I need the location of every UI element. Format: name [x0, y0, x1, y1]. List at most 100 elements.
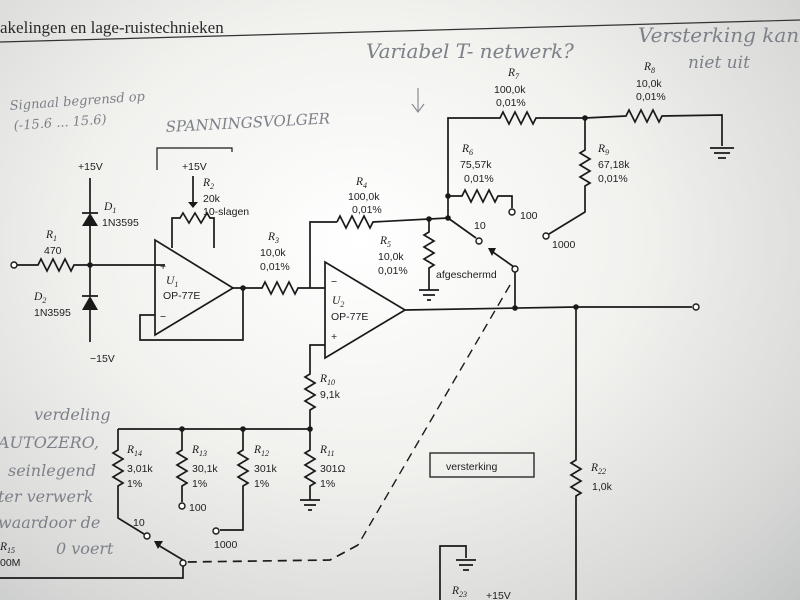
note-bracket: [156, 147, 233, 170]
d1-ref: D1: [103, 201, 116, 215]
d1-supply-label: +15V: [78, 161, 103, 173]
bottom-supply-label: +15V: [486, 590, 511, 600]
r3-value: 10,0k: [260, 247, 286, 259]
r9-tol: 0,01%: [598, 173, 628, 185]
r9-value: 67,18k: [598, 159, 630, 171]
r6-tol: 0,01%: [464, 173, 494, 185]
u2-ref: U2: [332, 295, 344, 309]
r9-ref: R9: [597, 143, 609, 157]
r8-ref: R8: [643, 61, 655, 75]
r22-ref: R22: [590, 462, 606, 476]
r13-value: 30,1k: [192, 463, 218, 475]
u2-noninv-wire: [309, 344, 325, 365]
shielded-label: afgeschermd: [436, 269, 497, 281]
margin-note-4: ter verwerk: [0, 487, 93, 506]
u1-feedback-wire: [139, 288, 244, 341]
r5-ref: R5: [379, 235, 391, 249]
sw-bot-common: [179, 559, 187, 567]
margin-note-6: 0 voert: [56, 539, 114, 558]
r13-tol: 1%: [192, 478, 207, 490]
r1-ref: R1: [45, 229, 57, 243]
r14-tol: 1%: [127, 478, 142, 490]
u2-minus: −: [331, 276, 337, 288]
u2-triangle: [324, 260, 407, 360]
r7-resistor: [447, 110, 585, 218]
r11-resistor: [303, 429, 317, 500]
output-terminal: [692, 303, 700, 311]
r23-ground: [456, 559, 476, 571]
r12-value: 301k: [254, 463, 278, 475]
r5-ground: [419, 289, 439, 301]
sw-top-wiper: [489, 249, 515, 268]
margin-note-3: seinlegend: [8, 461, 96, 480]
u2-opamp: − + U2 OP-77E: [309, 221, 700, 365]
sw-top-wiper-tip: [488, 248, 496, 256]
bottom-partial: R23 +15V: [439, 545, 511, 600]
sw-top-100-label: 100: [520, 210, 538, 222]
page-header-title: akelingen en lage-ruistechnieken: [0, 18, 224, 37]
header-rule: [0, 19, 800, 43]
d2-diode: [82, 296, 98, 310]
note-gain-can: Versterking kan: [638, 23, 799, 47]
r14-resistor: [111, 429, 145, 535]
u1-plus: +: [160, 261, 166, 273]
r12-ref: R12: [253, 444, 269, 458]
sw-top-1000-label: 1000: [552, 239, 576, 251]
r5-tol: 0,01%: [378, 265, 408, 277]
r11-ground: [300, 499, 320, 511]
bottom-gain-network: R10 9,1k R11 301Ω 1% 1000 R12 301k 1% 10…: [0, 365, 346, 579]
u2-output-wire: [404, 306, 692, 311]
note-voltage-follower: SPANNINGSVOLGER: [165, 109, 330, 136]
r2-value: 20k: [203, 193, 221, 205]
r4-tol: 0,01%: [352, 204, 382, 216]
u1-ref: U1: [166, 275, 178, 289]
margin-note-1: verdeling: [34, 405, 111, 424]
r12-resistor: [220, 429, 250, 531]
sw-bot-common-wire: [0, 566, 184, 579]
d2-lead-bottom: [82, 295, 98, 342]
r6-ref: R6: [461, 143, 473, 157]
r3-ref: R3: [267, 231, 279, 245]
sw-top-10-label: 10: [474, 220, 486, 232]
input-terminal: [10, 261, 18, 269]
r1-resistor: [17, 257, 165, 273]
d2-part: 1N3595: [34, 307, 71, 319]
r23-ground-wire: [439, 545, 467, 600]
sw-top-1000-contact: [542, 232, 550, 240]
r6-resistor: [448, 188, 513, 208]
r12-tol: 1%: [254, 478, 269, 490]
r3-resistor: [233, 280, 325, 296]
r1-value: 470: [44, 245, 62, 257]
r22-value: 1,0k: [592, 481, 613, 493]
note-variable-t-network: Variabel T- netwerk?: [366, 39, 574, 63]
r2-potentiometer: [171, 211, 215, 248]
r14-ref: R14: [126, 444, 142, 458]
d2-ref: D2: [33, 291, 46, 305]
r11-value: 301Ω: [320, 463, 346, 475]
u1-part: OP-77E: [163, 290, 200, 302]
r10-value: 9,1k: [320, 389, 341, 401]
r4-value: 100,0k: [348, 191, 380, 203]
sw-top-100-contact: [508, 208, 516, 216]
r7-value: 100,0k: [494, 84, 526, 96]
r11-tol: 1%: [320, 478, 335, 490]
sw-bot-100-label: 100: [189, 502, 207, 514]
r22-group: R22 1,0k: [569, 307, 613, 600]
r8-value: 10,0k: [636, 78, 662, 90]
note-range: (-15.6 ... 15.6): [13, 113, 107, 134]
r11-ref: R11: [319, 444, 334, 458]
r7-ref: R7: [507, 67, 520, 81]
sw-bot-100-contact: [178, 502, 186, 510]
top-gain-switch: 10: [447, 217, 519, 308]
sw-bot-10-contact: [143, 532, 151, 540]
switch-linkage-bottom: [185, 544, 359, 563]
r7-tol: 0,01%: [496, 97, 526, 109]
margin-note-5: waardoor de: [0, 513, 100, 532]
u2-part: OP-77E: [331, 311, 368, 323]
r4-group: R4 100,0k 0,01%: [336, 176, 451, 230]
sw-top-10-contact: [475, 237, 483, 245]
margin-note-2: AUTOZERO,: [0, 433, 99, 452]
u2-inv-wire: [309, 221, 337, 288]
